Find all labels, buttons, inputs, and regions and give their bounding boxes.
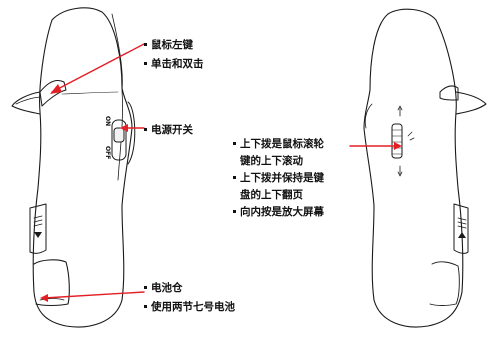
bullet (233, 209, 236, 213)
left-click-label: 鼠标左键 (144, 38, 193, 52)
bullet (144, 42, 147, 46)
bullet (144, 61, 147, 65)
bullet (144, 127, 147, 131)
left-device-body (32, 7, 133, 328)
battery-latch (33, 259, 70, 307)
arrow-left-click (51, 43, 145, 93)
arrow-battery (43, 291, 145, 299)
left-click-button (39, 79, 67, 107)
wheel-label-2: 键的上下滚动 (240, 155, 303, 167)
bullet (233, 175, 236, 179)
battery-compartment-label: 电池仓 (144, 281, 183, 295)
battery-cover (29, 203, 47, 254)
power-switch-slot (111, 119, 127, 161)
right-device-wing (455, 91, 487, 115)
power-switch-label: 电源开关 (144, 123, 193, 137)
power-switch-housing (127, 101, 136, 165)
triangle-down-icon (34, 232, 42, 238)
switch-on-label: ON (104, 116, 111, 127)
wheel-label-5: 向内按是放大屏幕 (233, 205, 324, 219)
bullet (144, 304, 147, 308)
power-switch-knob (113, 127, 125, 143)
right-battery-cover (453, 203, 469, 254)
scroll-wheel (391, 123, 403, 159)
wheel-label-1: 上下拨是鼠标滚轮 (233, 137, 324, 151)
switch-off-label: OFF (104, 146, 111, 160)
single-double-click-label: 单击和双击 (144, 57, 204, 71)
left-device (11, 7, 136, 328)
bullet (144, 285, 147, 289)
right-device-body (363, 8, 464, 328)
wheel-label-3: 上下拨并保持是键 (233, 171, 324, 185)
left-device-wing (11, 91, 41, 115)
wheel-label-4: 盘的上下翻页 (240, 189, 303, 201)
triangle-up-icon (458, 232, 466, 238)
right-device (363, 8, 487, 328)
battery-type-label: 使用两节七号电池 (144, 300, 235, 314)
bullet (233, 141, 236, 145)
